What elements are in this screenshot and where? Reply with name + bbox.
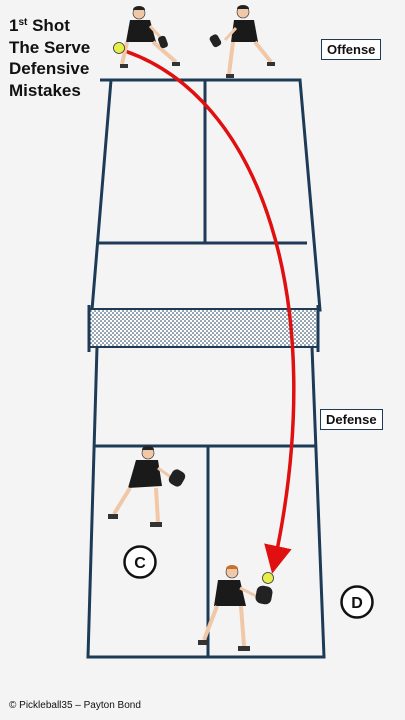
receiver-player: [198, 565, 273, 651]
near-court-sides: [86, 346, 326, 659]
title-line-4: Mistakes: [9, 80, 81, 100]
offense-label: Offense: [321, 39, 382, 60]
net: [88, 308, 319, 348]
position-marker-d: D: [340, 585, 374, 619]
server-partner-player: [209, 5, 275, 78]
serve-ball: [113, 42, 125, 54]
position-marker-c: C: [123, 545, 157, 579]
title-line-1: 1st Shot: [9, 16, 70, 35]
title-line-2: The Serve: [9, 37, 91, 57]
position-d-label: D: [351, 595, 363, 612]
copyright-credit: © Pickleball35 – Payton Bond: [9, 700, 141, 711]
receiver-partner-player: [108, 446, 186, 527]
server-player: [120, 6, 180, 68]
serve-path-arrow: [121, 48, 296, 574]
defense-label: Defense: [320, 409, 383, 430]
position-c-label: C: [134, 555, 146, 572]
diagram-title: 1st Shot The Serve Defensive Mistakes: [9, 12, 90, 101]
title-line-3: Defensive: [9, 59, 90, 78]
return-ball: [262, 572, 274, 584]
